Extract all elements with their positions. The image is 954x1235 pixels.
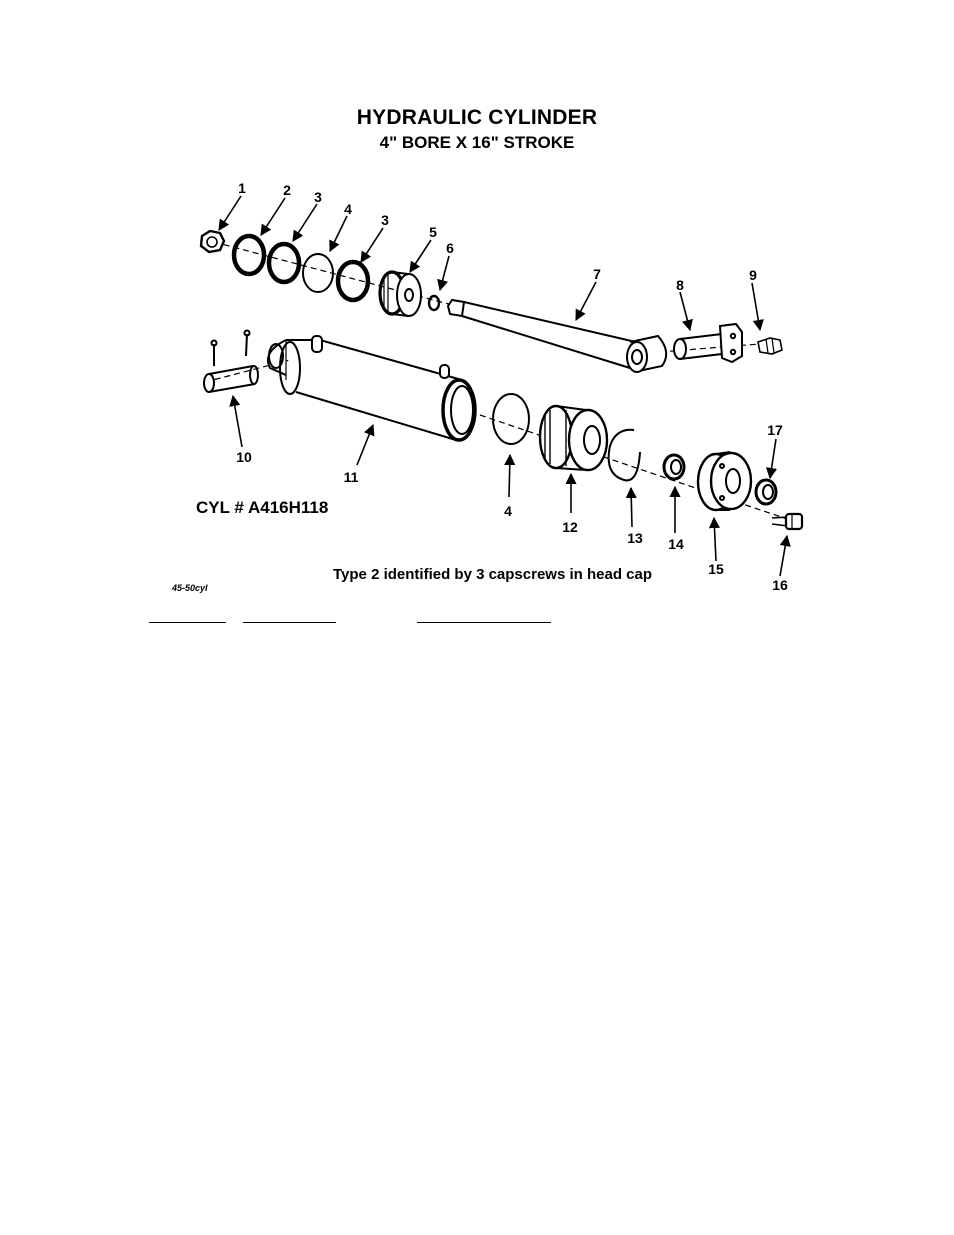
callout-label: 15 bbox=[708, 561, 724, 577]
callout-label: 2 bbox=[283, 182, 291, 198]
callout-label: 5 bbox=[429, 224, 437, 240]
callout-label: 14 bbox=[668, 536, 684, 552]
callout-label: 10 bbox=[236, 449, 252, 465]
part-pin bbox=[204, 331, 258, 393]
part-wiper bbox=[664, 455, 684, 479]
cylinder-number: CYL # A416H118 bbox=[196, 498, 328, 518]
callout-label: 4 bbox=[504, 503, 512, 519]
reference-code: 45-50cyl bbox=[172, 583, 208, 593]
callout-label: 13 bbox=[627, 530, 643, 546]
part-barrel bbox=[268, 336, 475, 440]
type-note: Type 2 identified by 3 capscrews in head… bbox=[333, 566, 652, 583]
part-piston-rod bbox=[448, 300, 666, 372]
callout-label: 8 bbox=[676, 277, 684, 293]
callout-label: 17 bbox=[767, 422, 783, 438]
callout-label: 1 bbox=[238, 180, 246, 196]
callout-label: 11 bbox=[344, 469, 359, 485]
part-seal-2 bbox=[234, 236, 264, 274]
underline-rule bbox=[149, 622, 226, 623]
callout-label: 3 bbox=[314, 189, 322, 205]
callout-labels: 1 2 3 4 3 5 6 7 8 9 10 11 4 12 13 14 15 … bbox=[236, 180, 788, 593]
part-fitting bbox=[758, 338, 782, 354]
underline-rule bbox=[417, 622, 551, 623]
part-snap-ring bbox=[609, 430, 640, 481]
callout-label: 12 bbox=[562, 519, 578, 535]
callout-label: 7 bbox=[593, 266, 601, 282]
part-capscrew bbox=[772, 514, 802, 529]
part-bushing bbox=[756, 480, 776, 504]
callout-label: 4 bbox=[344, 201, 352, 217]
part-head-cap bbox=[698, 452, 751, 510]
part-clevis-pin bbox=[674, 324, 742, 362]
callout-label: 6 bbox=[446, 240, 454, 256]
callout-label: 9 bbox=[749, 267, 757, 283]
callout-label: 3 bbox=[381, 212, 389, 228]
callout-label: 16 bbox=[772, 577, 788, 593]
part-piston bbox=[380, 272, 421, 316]
part-nut bbox=[201, 231, 224, 252]
callout-arrows bbox=[219, 196, 787, 576]
part-gland bbox=[540, 406, 607, 470]
exploded-parts-diagram: 1 2 3 4 3 5 6 7 8 9 10 11 4 12 13 14 15 … bbox=[0, 0, 954, 640]
underline-rule bbox=[243, 622, 336, 623]
part-small-seal bbox=[429, 296, 439, 310]
part-ring-4b bbox=[493, 394, 529, 444]
part-ring-4a bbox=[303, 254, 333, 292]
